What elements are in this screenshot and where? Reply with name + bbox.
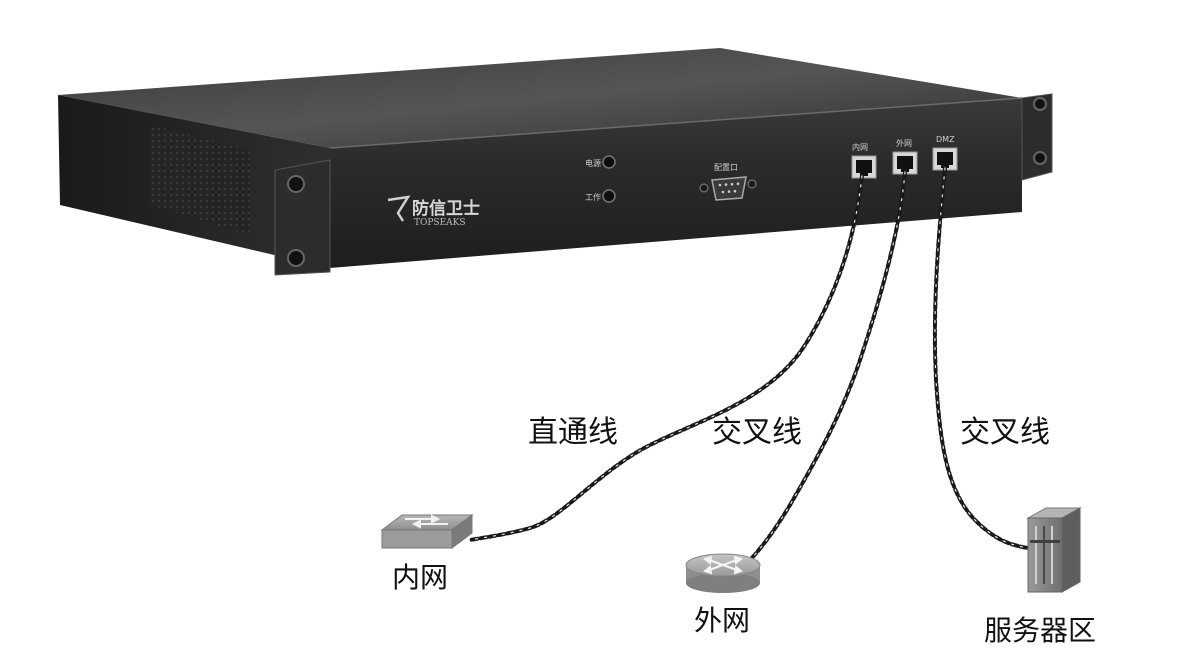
serial-console-port: 配置口 <box>699 163 757 201</box>
indicator-leds: 电源 工作 <box>585 155 616 203</box>
switch-icon <box>380 514 474 549</box>
serial-port-label: 配置口 <box>714 163 738 172</box>
node-label-wan: 外网 <box>694 604 750 637</box>
port-label-dmz: DMZ <box>936 135 955 144</box>
switch-node: 内网 <box>380 514 474 594</box>
rack-screw-icon <box>1033 151 1047 165</box>
brand-logo: 防信卫士 TOPSEAKS <box>387 195 480 228</box>
work-led-icon <box>602 189 616 203</box>
brand-name: 防信卫士 <box>412 198 480 219</box>
cable-label-straight: 直通线 <box>528 415 618 450</box>
rack-screw-icon <box>287 175 305 193</box>
chassis-front <box>330 98 1022 268</box>
db9-connector-icon <box>711 176 747 201</box>
brand-mark-icon <box>387 195 411 222</box>
rack-screw-icon <box>1033 97 1047 111</box>
port-label-wan: 外网 <box>896 138 912 148</box>
firewall-appliance: 防信卫士 TOPSEAKS 电源 工作 配置口 内网 <box>58 48 1053 276</box>
led-label-power: 电源 <box>585 158 601 168</box>
router-icon <box>685 553 761 593</box>
rj45-port-dmz[interactable] <box>932 147 958 171</box>
led-label-work: 工作 <box>585 192 601 202</box>
power-led-icon <box>602 155 616 169</box>
port-label-lan: 内网 <box>852 142 868 152</box>
server-node: 服务器区 <box>984 507 1096 647</box>
chassis-top <box>58 48 1022 148</box>
router-node: 外网 <box>685 553 761 637</box>
rj45-port-lan[interactable] <box>851 155 877 179</box>
rj45-port-wan[interactable] <box>892 151 918 175</box>
cable-crossover-dmz <box>932 166 1030 550</box>
side-vents <box>150 125 250 235</box>
ethernet-ports: 内网 外网 DMZ <box>851 135 958 179</box>
server-icon <box>1026 507 1082 593</box>
node-label-dmz: 服务器区 <box>984 614 1096 647</box>
cable-label-crossover-wan: 交叉线 <box>712 415 802 450</box>
network-cables <box>468 166 1030 564</box>
node-label-lan: 内网 <box>392 561 448 594</box>
brand-model: TOPSEAKS <box>414 218 466 228</box>
cable-label-crossover-dmz: 交叉线 <box>960 415 1050 450</box>
rack-screw-icon <box>287 249 305 267</box>
